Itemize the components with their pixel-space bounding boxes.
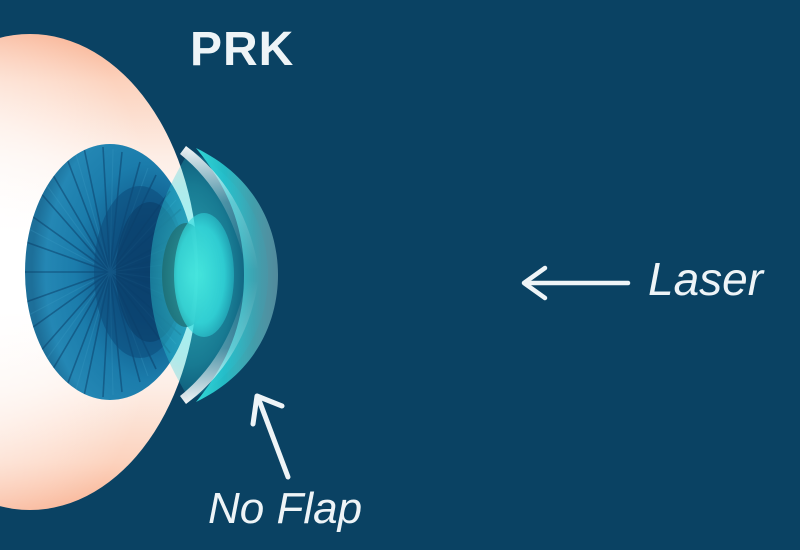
laser-arrow xyxy=(521,265,631,301)
no-flap-label: No Flap xyxy=(208,484,363,533)
no-flap-arrow xyxy=(250,393,291,480)
page-title: PRK xyxy=(190,23,295,76)
laser-label: Laser xyxy=(648,253,764,305)
cornea-highlight-bottom xyxy=(180,280,258,404)
cornea-highlight-top xyxy=(180,146,258,270)
cornea xyxy=(150,146,278,404)
